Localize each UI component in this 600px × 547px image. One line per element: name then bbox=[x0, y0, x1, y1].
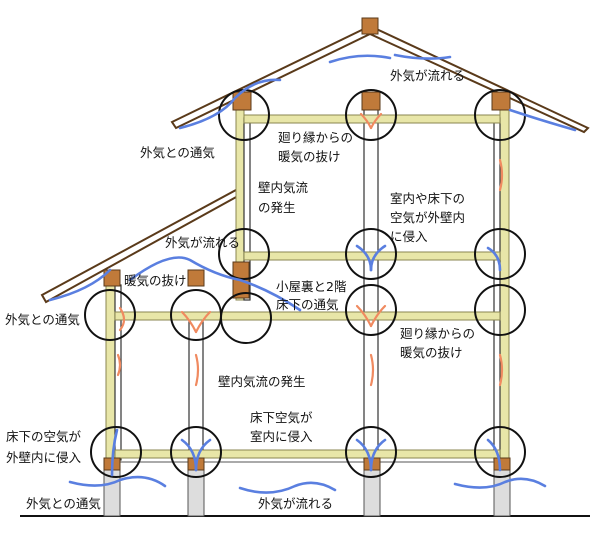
label-indoor-intrusion-a: 室内や床下の bbox=[390, 191, 465, 206]
label-outside-flow-top: 外気が流れる bbox=[390, 68, 465, 83]
label-indoor-intrusion-b: 空気が外壁内 bbox=[390, 210, 465, 225]
label-underfloor-room-b: 室内に侵入 bbox=[250, 429, 313, 444]
label-cornice-warm-1b: 暖気の抜け bbox=[278, 149, 341, 164]
highlight-circles bbox=[84, 89, 526, 478]
floors bbox=[114, 114, 501, 463]
label-cornice-warm-1a: 廻り縁からの bbox=[278, 130, 353, 145]
label-underfloor-wall-b: 外壁内に侵入 bbox=[6, 450, 82, 465]
airflow-arrows bbox=[48, 53, 577, 494]
label-cornice-warm-2b: 暖気の抜け bbox=[400, 345, 463, 360]
label-outside-flow-mid: 外気が流れる bbox=[165, 235, 240, 250]
label-attic-vent-b: 床下の通気 bbox=[276, 297, 339, 312]
label-outside-vent-left: 外気との通気 bbox=[5, 312, 80, 327]
label-outside-flow-bottom: 外気が流れる bbox=[258, 496, 333, 511]
label-underfloor-wall-a: 床下の空気が bbox=[6, 429, 82, 444]
label-wall-airflow-lower: 壁内気流の発生 bbox=[218, 374, 306, 389]
label-outside-vent-upper: 外気との通気 bbox=[140, 145, 215, 160]
warm-air-arrows bbox=[116, 112, 504, 387]
walls bbox=[105, 99, 510, 461]
label-attic-vent-a: 小屋裏と2階 bbox=[276, 279, 347, 294]
label-wall-airflow-upper-b: の発生 bbox=[258, 200, 296, 215]
label-warm-escape: 暖気の抜け bbox=[124, 273, 187, 288]
label-indoor-intrusion-c: に侵入 bbox=[390, 229, 428, 244]
label-cornice-warm-2a: 廻り縁からの bbox=[400, 326, 475, 341]
label-wall-airflow-upper-a: 壁内気流 bbox=[258, 180, 309, 195]
label-underfloor-room-a: 床下空気が bbox=[250, 410, 313, 425]
label-outside-vent-bottom: 外気との通気 bbox=[26, 496, 101, 511]
